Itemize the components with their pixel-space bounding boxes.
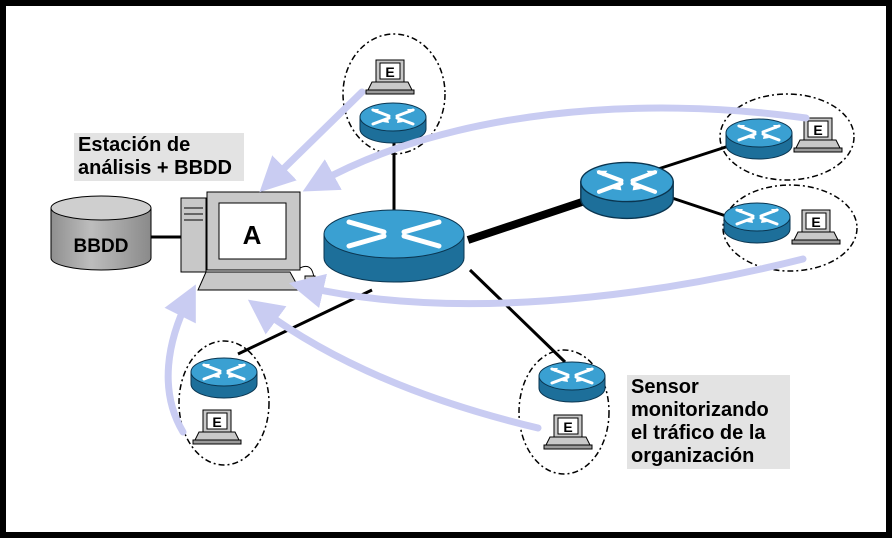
flow-arrow-bottom-left — [164, 284, 196, 436]
sensor-router-top-icon — [358, 101, 428, 145]
trunk-link — [466, 198, 584, 244]
sensor-description-label: Sensor monitorizando el tráfico de la or… — [627, 375, 790, 469]
sensor-group-bottom-left — [178, 340, 270, 466]
flow-arrow-right-lower — [288, 255, 807, 308]
sensor-pc-right-lower-icon: E — [791, 209, 841, 245]
sensor-pc-bottom-right-icon: E — [543, 414, 593, 450]
core-router-icon — [323, 209, 465, 283]
svg-text:E: E — [563, 419, 572, 435]
sensor-group-right-upper — [719, 93, 855, 181]
svg-text:E: E — [385, 64, 394, 80]
analysis-workstation-icon — [180, 191, 316, 291]
flow-arrow-bottom-right — [247, 299, 542, 432]
svg-text:E: E — [212, 414, 221, 430]
sensor-router-right-upper-icon — [724, 117, 794, 161]
svg-text:E: E — [813, 122, 822, 138]
analysis-station-label: Estación de análisis + BBDD — [74, 133, 244, 181]
sensor-group-right-lower — [722, 184, 858, 272]
database-icon — [50, 195, 152, 271]
edge-router-icon — [581, 162, 673, 218]
sensor-pc-top-icon: E — [365, 59, 415, 95]
database-label: BBDD — [74, 236, 129, 257]
analysis-pc-label: A — [243, 220, 262, 250]
sensor-group-top — [342, 33, 446, 155]
flow-arrow-right-upper — [302, 104, 810, 192]
svg-text:E: E — [811, 214, 820, 230]
sensor-pc-bottom-left-icon: E — [192, 409, 242, 445]
sensor-router-bottom-left-icon — [189, 356, 259, 400]
sensor-pc-right-upper-icon: E — [793, 117, 843, 153]
sensor-router-bottom-right-icon — [537, 360, 607, 404]
sensor-group-bottom-right — [518, 349, 610, 475]
flow-arrow-top — [259, 88, 366, 193]
sensor-router-right-lower-icon — [722, 201, 792, 245]
